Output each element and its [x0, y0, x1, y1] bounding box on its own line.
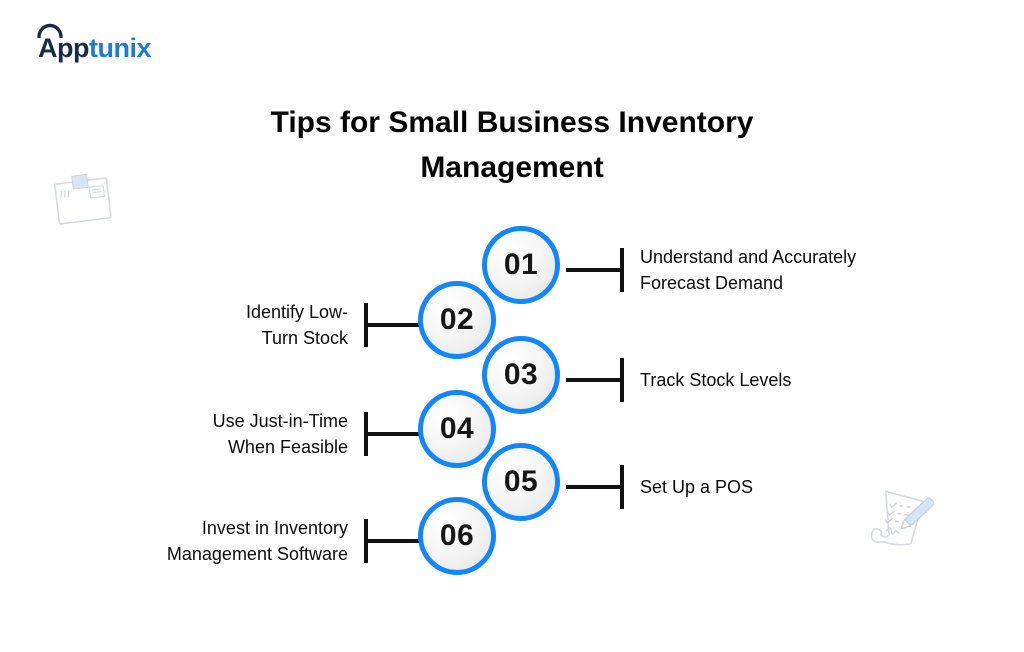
step-circle-03: 03: [482, 336, 560, 414]
apptunix-logo: Apptunix: [37, 23, 152, 64]
step-label-02-line1: Identify Low-: [245, 302, 348, 322]
step-label-04-line2: When Feasible: [227, 437, 348, 457]
step-circle-02: 02: [418, 281, 496, 359]
step-label-03: Track Stock Levels: [640, 367, 791, 393]
page-title: Tips for Small Business Inventory Manage…: [0, 100, 1024, 190]
checklist-pencil-sketch-icon: [870, 490, 935, 546]
step-label-05-line1: Set Up a POS: [640, 477, 754, 497]
step-circle-01: 01: [482, 226, 560, 304]
step-label-02-line2: Turn Stock: [261, 328, 348, 348]
connector-tick-02: [364, 303, 368, 347]
logo-text-secondary: tunix: [88, 33, 152, 63]
step-number-01: 01: [503, 248, 539, 281]
connector-line-01: [566, 268, 622, 272]
logo-text-primary: App: [38, 33, 89, 63]
step-label-04-line1: Use Just-in-Time: [212, 411, 348, 431]
step-label-06: Invest in Inventory Management Software: [167, 515, 348, 567]
page-title-line2: Management: [420, 151, 604, 184]
step-number-06: 06: [439, 519, 475, 552]
logo-arc-icon: [37, 23, 63, 38]
step-label-01-line1: Understand and Accurately: [640, 247, 857, 267]
step-label-01-line2: Forecast Demand: [640, 273, 784, 293]
step-circle-06: 06: [418, 497, 496, 575]
step-label-01: Understand and Accurately Forecast Deman…: [640, 244, 856, 296]
step-number-03: 03: [503, 358, 539, 391]
connector-line-02: [368, 323, 420, 327]
step-label-05: Set Up a POS: [640, 474, 753, 500]
connector-tick-01: [620, 248, 624, 292]
package-envelope-sketch-icon: [54, 173, 112, 225]
connector-line-05: [566, 485, 622, 489]
step-label-04: Use Just-in-Time When Feasible: [213, 408, 348, 460]
step-number-05: 05: [503, 465, 539, 498]
step-label-06-line1: Invest in Inventory: [201, 518, 348, 538]
connector-tick-05: [620, 465, 624, 509]
step-number-04: 04: [439, 412, 475, 445]
step-circle-04: 04: [418, 390, 496, 468]
connector-tick-04: [364, 412, 368, 456]
connector-line-03: [566, 378, 622, 382]
step-label-06-line2: Management Software: [166, 544, 348, 564]
step-label-02: Identify Low- Turn Stock: [246, 299, 348, 351]
step-number-02: 02: [439, 303, 475, 336]
connector-tick-06: [364, 519, 368, 563]
page-title-line1: Tips for Small Business Inventory: [270, 106, 754, 139]
connector-line-06: [368, 539, 420, 543]
connector-tick-03: [620, 358, 624, 402]
step-label-03-line1: Track Stock Levels: [640, 370, 792, 390]
step-circle-05: 05: [482, 443, 560, 521]
connector-line-04: [368, 432, 420, 436]
